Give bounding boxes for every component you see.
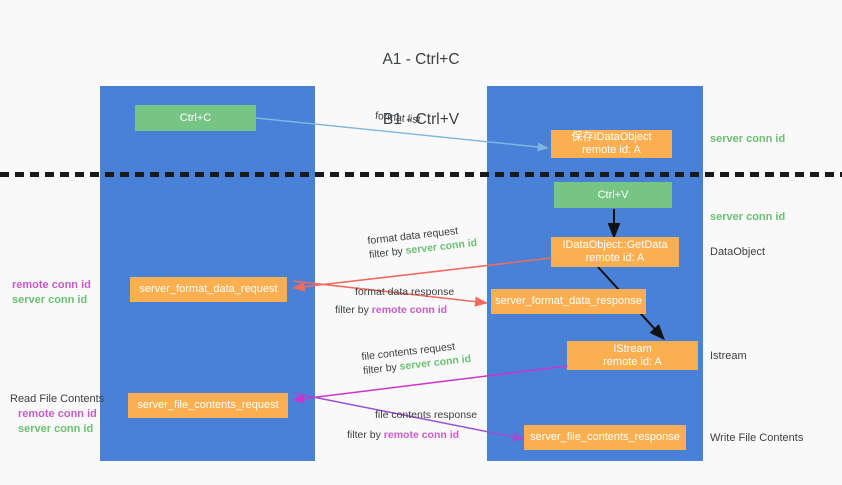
annotation-format-data-conn-ids: remote conn id server conn id	[12, 278, 91, 308]
edge-format-data-request	[292, 257, 552, 292]
node-save-idataobject[interactable]: 保存IDataObject remote id: A	[551, 130, 672, 158]
annotation-read-file-contents-heading: Read File Contents	[10, 393, 105, 405]
annotation-dataobject: DataObject	[710, 246, 766, 258]
node-save-idataobject-line2: remote id: A	[582, 144, 641, 156]
edge-label-file-contents-response-filter: filter by remote conn id	[347, 428, 477, 442]
node-server-format-data-request-label: server_format_data_request	[139, 283, 278, 295]
filter-target-remote-conn-id: remote conn id	[371, 304, 448, 316]
annotation-server-conn-id-top: server conn id	[710, 133, 786, 145]
node-server-file-contents-response[interactable]: server_file_contents_response	[524, 425, 686, 450]
edge-label-file-contents-response: file contents response filter by remote …	[347, 408, 478, 442]
edge-format-data-response	[292, 280, 488, 307]
node-server-format-data-request[interactable]: server_format_data_request	[130, 277, 287, 302]
node-istream[interactable]: IStream remote id: A	[567, 341, 698, 370]
node-server-format-data-response-label: server_format_data_response	[495, 295, 642, 307]
annotation-write-file-contents: Write File Contents	[710, 432, 804, 444]
node-server-format-data-response[interactable]: server_format_data_response	[491, 289, 646, 314]
annotation-server-conn-id: server conn id	[12, 294, 88, 306]
filter-prefix: filter by	[335, 304, 372, 316]
node-ctrl-c[interactable]: Ctrl+C	[135, 105, 256, 131]
node-server-file-contents-request[interactable]: server_file_contents_request	[128, 393, 288, 418]
node-ctrl-v-label: Ctrl+V	[597, 188, 629, 201]
node-save-idataobject-line1: 保存IDataObject	[571, 131, 652, 143]
node-istream-line2: remote id: A	[603, 355, 662, 368]
dashed-divider	[0, 172, 842, 177]
edge-label-file-contents-response-line1: file contents response	[375, 409, 478, 421]
annotation-istream: Istream	[710, 350, 747, 362]
node-istream-line1: IStream	[613, 342, 652, 355]
annotation-remote-conn-id: remote conn id	[18, 408, 97, 420]
node-server-file-contents-request-label: server_file_contents_request	[137, 399, 279, 411]
page-title: A1 - Ctrl+C B1 - Ctrl+V	[0, 10, 842, 170]
edge-label-format-data-response-line1: format data response	[355, 286, 455, 298]
node-ctrl-v[interactable]: Ctrl+V	[554, 182, 672, 208]
edge-file-contents-request	[292, 365, 568, 404]
edge-label-format-data-response-filter: filter by remote conn id	[335, 303, 454, 317]
annotation-server-conn-id-mid: server conn id	[710, 211, 786, 223]
annotation-read-file-contents: Read File Contents remote conn id server…	[10, 392, 104, 437]
annotation-remote-conn-id: remote conn id	[12, 279, 91, 291]
filter-prefix: filter by	[347, 429, 384, 441]
node-getdata-line1: IDataObject::GetData	[562, 239, 668, 251]
node-getdata[interactable]: IDataObject::GetData remote id: A	[551, 237, 679, 267]
edge-label-format-data-response: format data response filter by remote co…	[335, 285, 455, 317]
node-getdata-line2: remote id: A	[585, 252, 645, 264]
filter-target-remote-conn-id: remote conn id	[383, 429, 460, 441]
node-ctrl-c-label: Ctrl+C	[179, 111, 212, 124]
annotation-server-conn-id: server conn id	[18, 423, 94, 435]
edge-format-list	[255, 117, 549, 152]
title-line-2: B1 - Ctrl+V	[382, 111, 460, 128]
node-server-file-contents-response-label: server_file_contents_response	[530, 431, 680, 443]
edge-file-contents-response	[292, 392, 525, 442]
title-line-1: A1 - Ctrl+C	[382, 51, 460, 68]
